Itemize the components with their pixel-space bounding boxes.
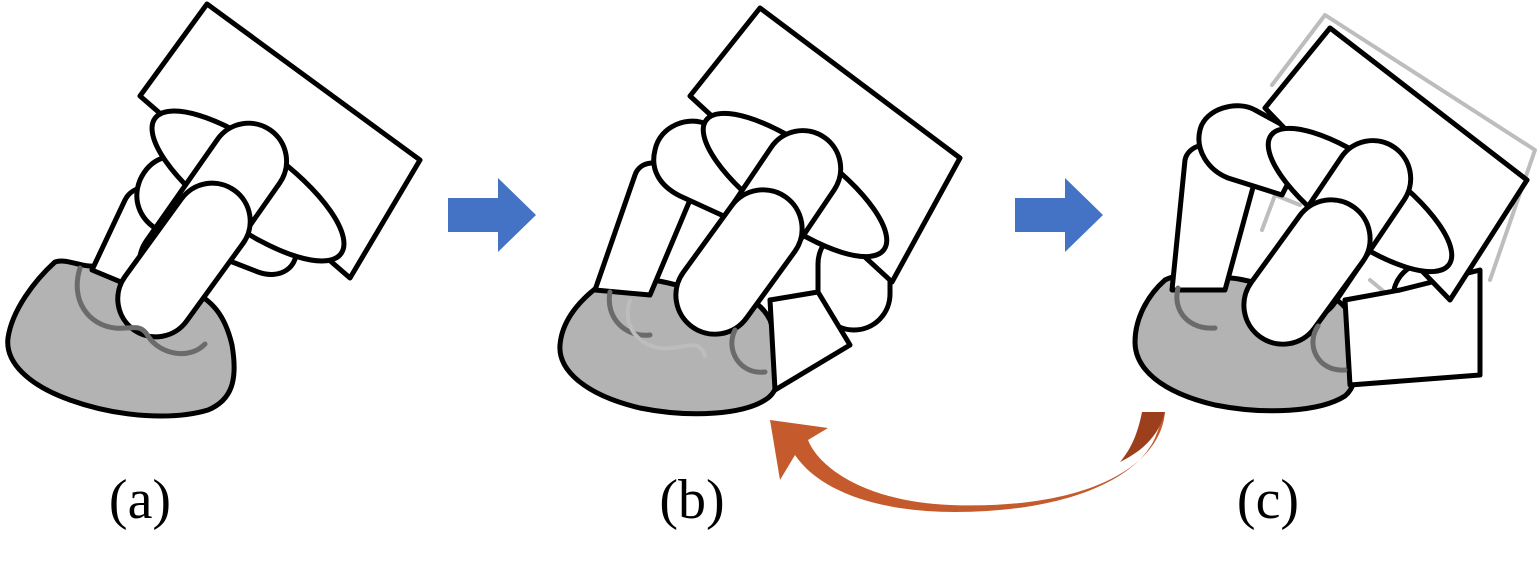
finger-base-b	[767, 289, 853, 393]
palm-prev-contour-b	[625, 298, 707, 358]
curved-return-arrow-icon	[770, 412, 1165, 512]
thumb-lower-c	[1241, 197, 1373, 347]
panel-label-a: (a)	[109, 469, 171, 531]
panel-c-hand-grasp: (c)	[1132, 13, 1537, 531]
palm-finger-contour-b	[606, 289, 768, 375]
curved-return-arrow-shade	[1120, 412, 1165, 462]
panel-a-hand-grasp: (a)	[5, 1, 423, 531]
palm-finger-contour-a	[74, 265, 208, 357]
right-arrow-icon	[448, 178, 536, 252]
palm-finger-contour-c	[1174, 285, 1348, 373]
right-arrow-icon	[1015, 178, 1103, 252]
panel-label-c: (c)	[1237, 469, 1299, 531]
object-prev-pose-c	[1270, 13, 1537, 282]
panel-b-hand-grasp: (b)	[557, 5, 963, 531]
panel-label-b: (b)	[659, 469, 724, 531]
thumb-lower-b	[673, 187, 805, 337]
